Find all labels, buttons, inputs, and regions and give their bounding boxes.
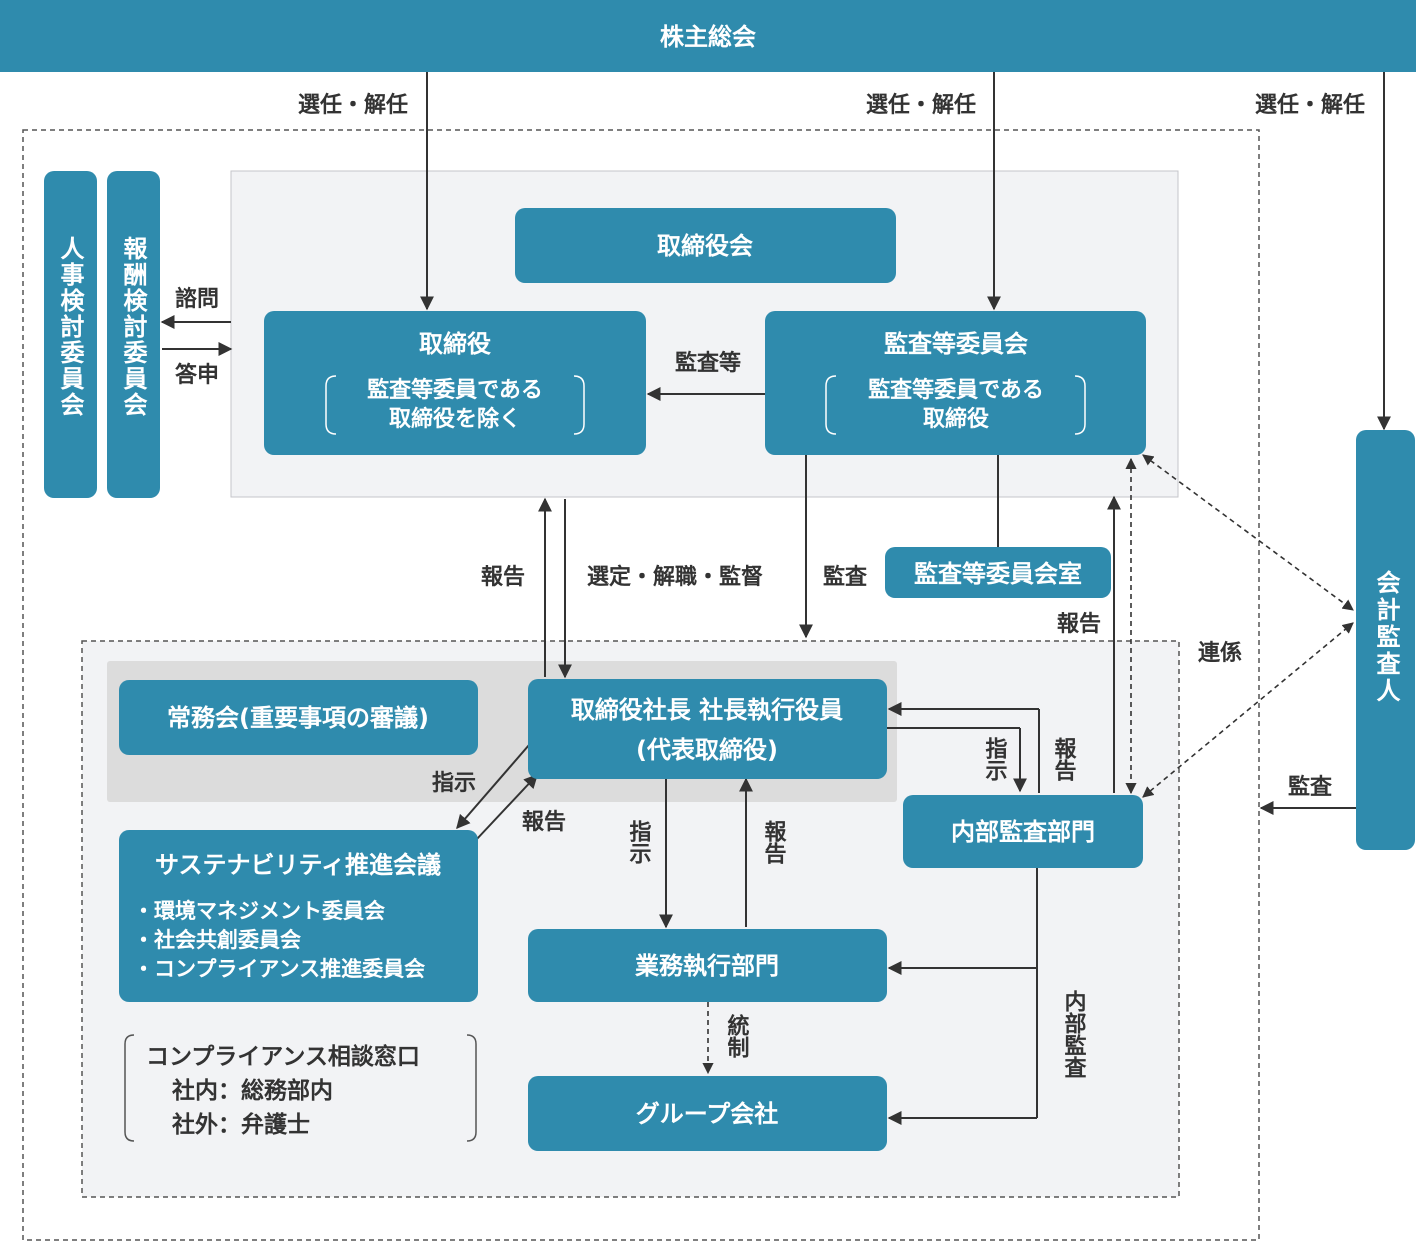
internal-audit-box [903, 795, 1143, 868]
label-report: 報告 [1057, 611, 1101, 637]
sustainability-title: サステナビリティ推進会議 [155, 851, 441, 879]
hotline-title: コンプライアンス相談窓口 [146, 1043, 420, 1070]
accounting-auditor: 会計監査人 [1372, 569, 1400, 705]
audit-committee-line2: 取締役 [923, 406, 989, 432]
shareholders-bar [0, 0, 1416, 72]
label-instruct: 指示 [626, 820, 652, 865]
group-companies: グループ会社 [636, 1100, 779, 1128]
label-report: 報告 [481, 564, 525, 590]
label-internal-audit: 内部監査 [1061, 990, 1087, 1078]
directors-box [264, 311, 646, 455]
label-elect: 選任・解任 [298, 92, 408, 118]
label-report: 報告 [522, 809, 566, 835]
business-box [528, 929, 887, 1002]
audit-committee-line1: 監査等委員である [868, 377, 1044, 403]
nomination-box [44, 171, 97, 498]
hotline-outside: 社外：弁護士 [172, 1111, 310, 1138]
label-report: 報告 [761, 819, 787, 865]
directors-line2: 取締役を除く [389, 406, 521, 432]
compensation-committee: 報酬検討委員会 [119, 236, 148, 418]
sustainability-item: ・コンプライアンス推進委員会 [133, 957, 425, 981]
label-elect: 選任・解任 [866, 92, 976, 118]
hotline-inside: 社内：総務部内 [172, 1077, 333, 1104]
compensation-box [107, 171, 160, 498]
label-elect: 選任・解任 [1255, 92, 1365, 118]
group-box [528, 1076, 887, 1151]
board-box [515, 208, 896, 283]
accounting-auditor-box [1356, 430, 1415, 850]
sustainability-item: ・環境マネジメント委員会 [133, 899, 385, 923]
sustainability-box [119, 830, 478, 1002]
sustainability-item: ・社会共創委員会 [133, 928, 301, 952]
business-dept: 業務執行部門 [635, 952, 779, 980]
label-audit: 監査 [823, 565, 868, 590]
label-consult: 諮問 [175, 286, 219, 312]
board-of-directors: 取締役会 [657, 232, 753, 260]
label-audit-etc: 監査等 [675, 350, 741, 376]
label-liaison: 連係 [1198, 641, 1242, 666]
president-line1: 取締役社長 社長執行役員 [571, 696, 843, 724]
label-report: 報告 [1051, 736, 1077, 782]
audit-committee-box [765, 311, 1146, 455]
label-answer: 答申 [175, 362, 219, 388]
committee-office: 監査等委員会室 [914, 560, 1082, 588]
directors-title: 取締役 [419, 330, 491, 358]
nomination-committee: 人事検討委員会 [56, 236, 85, 418]
internal-audit-dept: 内部監査部門 [951, 818, 1095, 846]
label-audit: 監査 [1288, 775, 1333, 800]
executive-committee: 常務会(重要事項の審議) [167, 704, 429, 732]
label-instruct: 指示 [432, 771, 476, 796]
directors-line1: 監査等委員である [367, 377, 543, 403]
jomu-box [119, 680, 478, 755]
audit-committee-title: 監査等委員会 [884, 330, 1028, 358]
label-appoint: 選定・解職・監督 [587, 564, 763, 590]
shareholders-meeting: 株主総会 [660, 23, 756, 51]
president-box [528, 679, 887, 779]
committee-office-box [885, 547, 1111, 598]
president-line2: (代表取締役) [636, 736, 778, 764]
label-control: 統制 [724, 1013, 750, 1059]
label-instruct: 指示 [982, 737, 1008, 782]
